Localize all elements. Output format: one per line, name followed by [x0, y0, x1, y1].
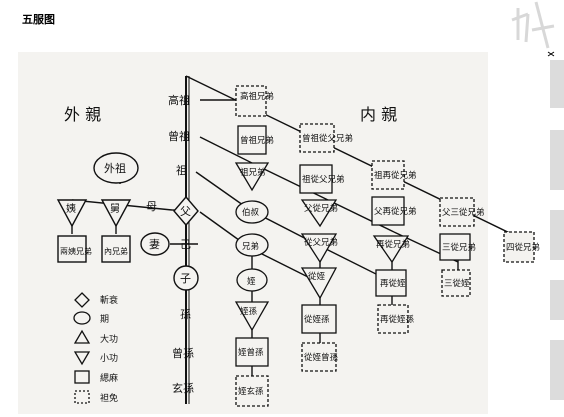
- cousins-aunt-box: 兩姨兄弟: [57, 235, 92, 263]
- wife-label: 妻: [149, 238, 160, 251]
- spine-son: 子: [180, 272, 191, 285]
- second-grand-nephew: 再從姪孫: [380, 314, 415, 325]
- father-second-cousin: 父再從兄弟: [374, 206, 417, 217]
- legend-circle-label: 期: [100, 314, 109, 325]
- legend: 斬衰 期 大功 小功 緦麻 袒免: [73, 292, 118, 404]
- second-cousin-nephew: 再從姪: [380, 278, 406, 289]
- grand-nephew: 姪孫: [240, 306, 258, 317]
- maternal-cousins-aunt: 兩姨兄弟: [60, 246, 92, 256]
- uncle-triangle: 舅: [100, 199, 132, 228]
- legend-triangle-down-label: 小功: [100, 353, 118, 364]
- legend-dashed-square-label: 袒免: [100, 392, 118, 404]
- spine-gaozu: 高祖: [168, 93, 190, 107]
- son-circle: 子: [173, 265, 199, 291]
- zengzu-cousin: 曾祖從父兄弟: [302, 133, 353, 144]
- cousin-nephew: 從姪: [308, 271, 326, 282]
- spine-father: 父: [180, 205, 191, 218]
- heading-inner-kin: 内 親: [360, 105, 397, 124]
- maternal-cousins-uncle: 內兄弟: [104, 246, 128, 256]
- maternal-grandfather-circle: 外祖: [93, 152, 139, 184]
- decorative-watermark: [488, 0, 564, 417]
- zu-second-cousin: 祖再從兄弟: [374, 170, 417, 181]
- spine-zengzu: 曾祖: [168, 129, 190, 143]
- heading-outer-kin: 外 親: [64, 105, 101, 124]
- nephew-great-grandson: 姪曾孫: [238, 347, 264, 358]
- maternal-grandfather: 外祖: [104, 161, 126, 175]
- spine-great-grandson: 曾孫: [172, 346, 194, 360]
- bo-shu: 伯叔: [242, 207, 260, 218]
- zu-brothers: 祖兄弟: [240, 167, 266, 178]
- third-cousin: 三從兄弟: [442, 242, 476, 253]
- spine-zu: 祖: [176, 163, 187, 177]
- second-cousin: 再從兄弟: [376, 239, 410, 250]
- cousins-uncle-box: 內兄弟: [101, 235, 131, 263]
- maternal-uncle: 舅: [110, 203, 120, 215]
- gaozu-brothers: 高祖兄弟: [240, 91, 274, 102]
- fourth-cousin: 四從兄弟: [506, 242, 540, 253]
- zengzu-brothers: 曾祖兄弟: [240, 135, 274, 146]
- diagram-background: [18, 52, 548, 414]
- third-cousin-nephew: 三從姪: [444, 278, 470, 289]
- legend-diamond-label: 斬衰: [100, 294, 118, 306]
- father-third-cousin: 父三從兄弟: [442, 207, 485, 218]
- page-title: 五服图: [22, 13, 55, 26]
- legend-square-label: 緦麻: [100, 372, 118, 384]
- wife-circle: 妻: [140, 232, 170, 256]
- aunt-triangle: 姨: [56, 199, 88, 228]
- cousin: 從父兄弟: [304, 237, 338, 248]
- father-diamond: 父: [173, 195, 199, 227]
- legend-triangle-up-label: 大功: [100, 333, 118, 345]
- spine-grandson: 孫: [180, 308, 191, 321]
- spine-self: 己: [180, 238, 191, 251]
- cousin-grand-nephew: 從姪孫: [304, 314, 330, 325]
- brothers: 兄弟: [242, 241, 259, 252]
- nephew-xuan-grandson: 姪玄孫: [238, 386, 264, 397]
- nephew: 姪: [247, 276, 256, 287]
- zu-cousin: 祖從父兄弟: [302, 174, 345, 185]
- mother-label: 母: [146, 200, 157, 213]
- father-cousin: 父從兄弟: [304, 203, 338, 214]
- cousin-nephew-great-grandson: 從姪曾孫: [304, 352, 339, 363]
- maternal-aunt: 姨: [66, 202, 76, 215]
- spine-xuan-grandson: 玄孫: [172, 381, 194, 395]
